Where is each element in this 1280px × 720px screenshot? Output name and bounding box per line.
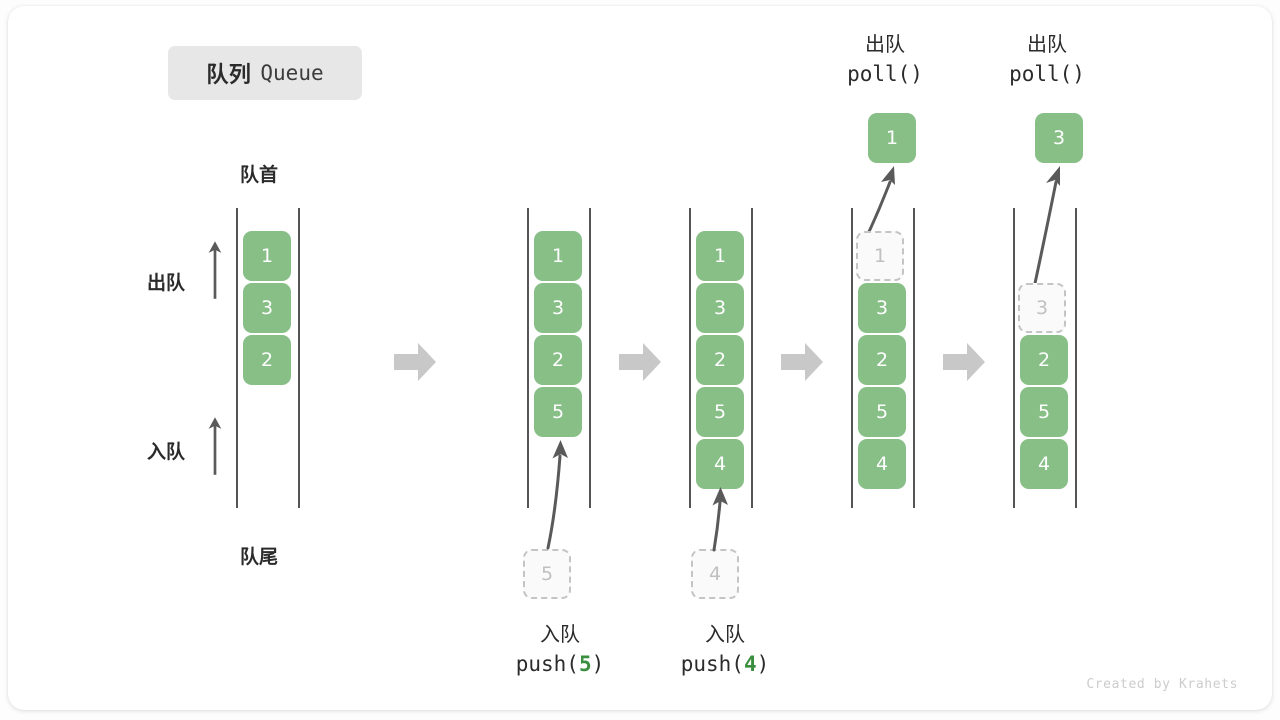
enqueue-direction-arrow-icon bbox=[208, 417, 222, 475]
queue-cell: 3 bbox=[534, 283, 582, 333]
queue-rail-left bbox=[236, 208, 238, 508]
poll-3-caption-code: poll() bbox=[1009, 62, 1085, 86]
push-4-arg: 4 bbox=[743, 652, 757, 676]
queue-cell: 4 bbox=[1020, 439, 1068, 489]
dequeue-direction-arrow-icon bbox=[208, 241, 222, 299]
step-arrow-icon bbox=[781, 343, 823, 381]
queue-cell: 4 bbox=[696, 439, 744, 489]
queue-cell: 2 bbox=[534, 335, 582, 385]
push-5-arg: 5 bbox=[578, 652, 592, 676]
queue-rail-right bbox=[589, 208, 591, 508]
queue-cell: 3 bbox=[243, 283, 291, 333]
poll-1-caption: 出队 poll() bbox=[790, 30, 980, 89]
poll-3-caption-cn: 出队 bbox=[1027, 32, 1067, 56]
push-4-caption: 入队 push(4) bbox=[595, 620, 855, 679]
title-chinese: 队列 bbox=[206, 63, 252, 88]
title-english: Queue bbox=[260, 61, 324, 85]
popped-element: 3 bbox=[1035, 113, 1083, 163]
queue-cell: 2 bbox=[858, 335, 906, 385]
watermark: Created by Krahets bbox=[1086, 677, 1238, 692]
incoming-element-placeholder: 4 bbox=[691, 549, 739, 599]
removed-element-placeholder: 1 bbox=[856, 231, 904, 281]
queue-cell: 1 bbox=[696, 231, 744, 281]
dequeue-direction-label: 出队 bbox=[147, 272, 186, 294]
incoming-element-placeholder: 5 bbox=[523, 549, 571, 599]
step-arrow-icon bbox=[943, 343, 985, 381]
step-arrow-icon bbox=[394, 343, 436, 381]
poll-3-caption: 出队 poll() bbox=[952, 30, 1142, 89]
push-4-caption-code: push(4) bbox=[680, 652, 770, 676]
queue-rail-left bbox=[527, 208, 529, 508]
queue-cell: 2 bbox=[1020, 335, 1068, 385]
queue-rail-right bbox=[913, 208, 915, 508]
poll-1-caption-code: poll() bbox=[847, 62, 923, 86]
queue-rail-right bbox=[751, 208, 753, 508]
queue-rail-left bbox=[851, 208, 853, 508]
popped-element: 1 bbox=[868, 113, 916, 163]
push-5-caption: 入队 push(5) bbox=[430, 620, 690, 679]
queue-cell: 5 bbox=[1020, 387, 1068, 437]
queue-cell: 1 bbox=[243, 231, 291, 281]
poll-1-caption-cn: 出队 bbox=[865, 32, 905, 56]
queue-cell: 3 bbox=[696, 283, 744, 333]
queue-rail-left bbox=[1013, 208, 1015, 508]
step-arrow-icon bbox=[619, 343, 661, 381]
queue-cell: 5 bbox=[858, 387, 906, 437]
queue-rail-left bbox=[689, 208, 691, 508]
queue-cell: 5 bbox=[534, 387, 582, 437]
queue-cell: 4 bbox=[858, 439, 906, 489]
queue-rail-right bbox=[298, 208, 300, 508]
queue-rail-right bbox=[1075, 208, 1077, 508]
back-label: 队尾 bbox=[240, 546, 279, 568]
queue-cell: 1 bbox=[534, 231, 582, 281]
push-5-caption-code: push(5) bbox=[515, 652, 605, 676]
enqueue-direction-label: 入队 bbox=[147, 441, 186, 463]
removed-element-placeholder: 3 bbox=[1018, 283, 1066, 333]
queue-cell: 2 bbox=[243, 335, 291, 385]
queue-cell: 2 bbox=[696, 335, 744, 385]
push-4-caption-cn: 入队 bbox=[705, 622, 745, 646]
queue-cell: 5 bbox=[696, 387, 744, 437]
push-5-caption-cn: 入队 bbox=[540, 622, 580, 646]
front-label: 队首 bbox=[240, 164, 279, 186]
title-chip: 队列 Queue bbox=[168, 46, 362, 100]
queue-cell: 3 bbox=[858, 283, 906, 333]
